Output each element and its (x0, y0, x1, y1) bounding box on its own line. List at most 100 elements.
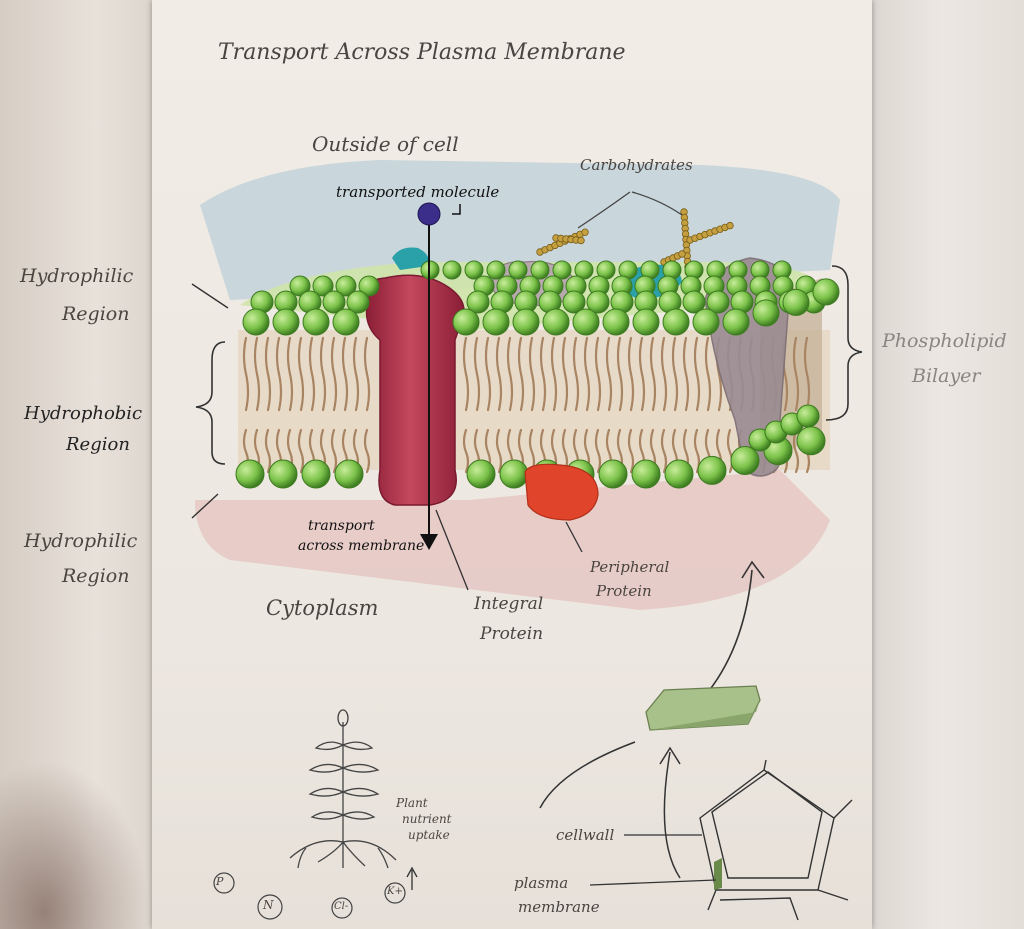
lipid-tail (792, 336, 800, 412)
lipid-tail (473, 336, 481, 412)
page-title: Transport Across Plasma Membrane (218, 40, 626, 65)
phospholipid-head (562, 290, 586, 314)
zoom-arrowhead (741, 560, 765, 579)
peripheral-label-2: Protein (596, 582, 652, 600)
lipid-tail (517, 336, 525, 412)
cell-arrowhead (659, 746, 681, 765)
phospholipid-head (334, 459, 364, 489)
lipid-tail (264, 428, 272, 474)
integral-protein (365, 274, 465, 506)
hydrophobic-label-1: Hydrophobic (24, 403, 143, 424)
phospholipid-head (302, 308, 330, 336)
transport-label-1: transport (308, 518, 375, 534)
phospholipid-head (508, 260, 528, 280)
plant-label-3: uptake (408, 828, 450, 842)
phospholipid-head (289, 275, 311, 297)
lipid-tail (297, 336, 305, 412)
phospholipid-head (692, 308, 720, 336)
phospholipid-head (442, 260, 462, 280)
plant-sketch (289, 709, 397, 869)
plasma-membrane-pointer (589, 879, 717, 886)
molecule-pointer (452, 204, 461, 215)
phospholipid-head (782, 288, 810, 316)
membrane-slab-edge (650, 700, 760, 730)
phospholipid-head (574, 260, 594, 280)
lipid-tail (495, 428, 503, 474)
transport-label-2: across membrane (298, 538, 425, 554)
phospholipid-head (312, 275, 334, 297)
phospholipid-head (482, 308, 510, 336)
lipid-tail (462, 336, 470, 412)
integral-label-2: Protein (480, 624, 544, 644)
hydrophilic-top-label-1: Hydrophilic (20, 265, 134, 287)
phospholipid-head (706, 290, 730, 314)
lipid-tail (682, 336, 690, 412)
nutrient-p: P (216, 875, 224, 888)
lipid-tail (363, 336, 371, 412)
carbohydrates-label: Carbohydrates (580, 156, 693, 174)
right-paper-sheet (858, 0, 1024, 929)
lipid-tail (242, 336, 250, 412)
plasma-membrane-highlight (714, 858, 722, 890)
cell-arrow-right (663, 751, 681, 879)
plasma-label-2: membrane (518, 898, 600, 916)
lipid-tail (627, 428, 635, 474)
lipid-tail (594, 336, 602, 412)
plant-cells (699, 759, 853, 921)
lipid-tail (572, 336, 580, 412)
phospholipid-head (322, 290, 346, 314)
phospholipid-head (572, 308, 600, 336)
hydrophilic-bottom-label-2: Region (62, 565, 130, 587)
bilayer-bracket (825, 265, 863, 421)
phospholipid-label-2: Bilayer (912, 365, 981, 387)
lipid-tail (352, 336, 360, 412)
sugar-bead (678, 250, 686, 258)
hydrophilic-bottom-label-1: Hydrophilic (24, 530, 138, 552)
phospholipid-head (722, 308, 750, 336)
phospholipid-head (664, 459, 694, 489)
phospholipid-head (796, 426, 826, 456)
plasma-label-1: plasma (514, 874, 569, 892)
sugar-bead (726, 221, 734, 230)
outside-label: Outside of cell (312, 132, 459, 156)
hydrophobic-bracket (195, 341, 226, 465)
peripheral-protein (524, 463, 599, 521)
phospholipid-head (632, 308, 660, 336)
phospholipid-head (346, 290, 370, 314)
phospholipid-label-1: Phospholipid (882, 330, 1007, 352)
lipid-tail (297, 428, 305, 474)
lipid-tail (792, 428, 800, 474)
lipid-tail (704, 336, 712, 412)
phospholipid-head (631, 459, 661, 489)
phospholipid-head (486, 260, 506, 280)
nutrient-k: K+ (387, 886, 403, 897)
lipid-tail (308, 336, 316, 412)
lipid-tail (616, 336, 624, 412)
lipid-tail (275, 336, 283, 412)
phospholipid-head (682, 290, 706, 314)
phospholipid-head (466, 290, 490, 314)
lipid-tail (539, 336, 547, 412)
integral-pointer (435, 509, 469, 591)
lipid-tail (660, 428, 668, 474)
phospholipid-head (512, 308, 540, 336)
cell-arrow-left (539, 741, 636, 809)
lipid-tail (671, 336, 679, 412)
lipid-tail (726, 428, 734, 474)
lipid-tail (484, 336, 492, 412)
lipid-tail (330, 336, 338, 412)
lipid-tail (693, 336, 701, 412)
lipid-tail (341, 336, 349, 412)
lipid-tail (594, 428, 602, 474)
peripheral-label-1: Peripheral (590, 558, 670, 576)
lipid-tail (286, 336, 294, 412)
phospholipid-head (812, 278, 840, 306)
plant-label-2: nutrient (402, 812, 452, 826)
phospholipid-head (730, 446, 760, 475)
phospholipid-head (752, 299, 780, 327)
phospholipid-head (530, 260, 550, 280)
lipid-tail (660, 336, 668, 412)
corner-shadow (0, 760, 150, 929)
phospholipid-head (586, 290, 610, 314)
lipid-tail (550, 336, 558, 412)
